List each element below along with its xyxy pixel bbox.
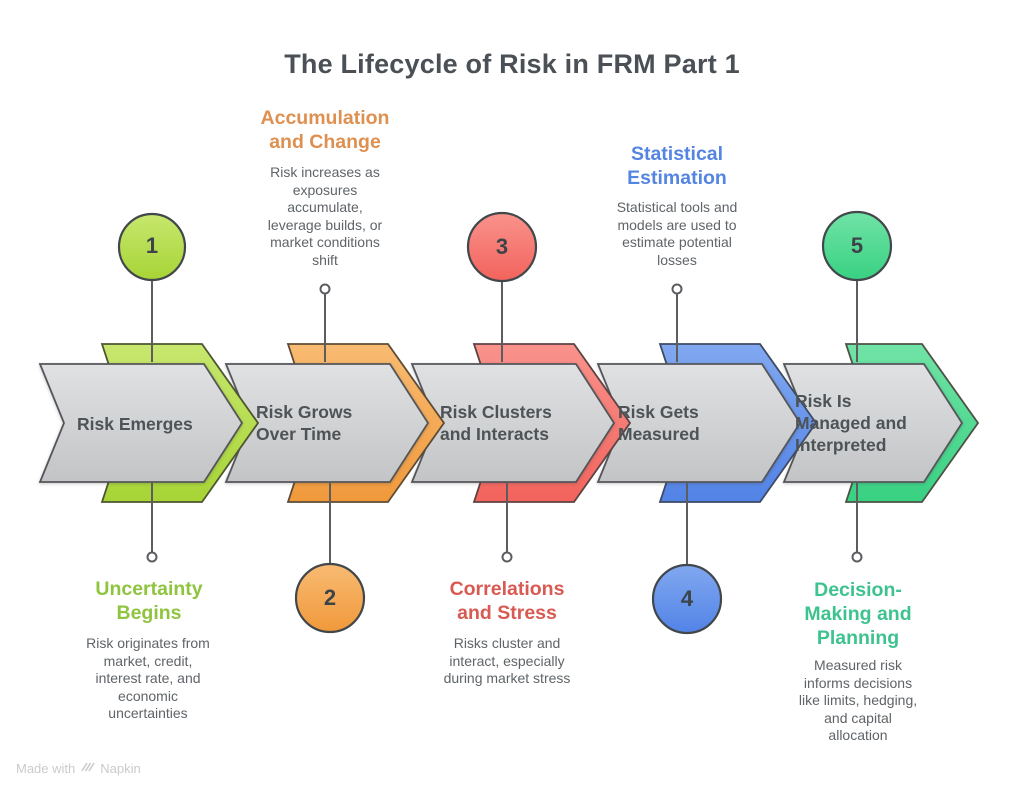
stage-4-number-circle — [651, 563, 723, 635]
stage-2-number: 2 — [323, 585, 337, 610]
stage-1-heading: Uncertainty Begins — [95, 578, 203, 624]
stage-2-number-circle — [294, 562, 366, 634]
stage-2-arrow-label: Risk Grows Over Time — [256, 402, 353, 444]
watermark-prefix: Made with — [16, 761, 76, 776]
stage-1-arrow — [38, 363, 244, 483]
stage-2-heading: Accumulation and Change — [260, 107, 390, 153]
stage-5-heading: Decision- Making and Planning — [804, 579, 912, 649]
stage-3-number: 3 — [495, 234, 509, 259]
watermark: Made with Napkin — [16, 761, 141, 776]
watermark-brand: Napkin — [100, 761, 141, 776]
napkin-logo-icon — [80, 761, 95, 776]
stage-1-description: Risk originates from market, credit, int… — [86, 635, 210, 722]
connector-lines — [151, 281, 858, 564]
stage-4-description: Statistical tools and models are used to… — [616, 199, 738, 268]
page-title: The Lifecycle of Risk in FRM Part 1 — [284, 49, 740, 79]
stage-3-arrow-label: Risk Clusters and Interacts — [440, 402, 552, 444]
stage-5-arrow-label: Risk Is Managed and Interpreted — [795, 391, 907, 455]
stage-3-heading: Correlations and Stress — [449, 578, 565, 624]
connector-rings — [146, 283, 863, 563]
stage-1-number: 1 — [145, 233, 159, 258]
stage-4-heading: Statistical Estimation — [627, 143, 727, 189]
connector-ring-stage1 — [146, 551, 158, 563]
stage-5-number: 5 — [850, 233, 864, 258]
stage-5-description: Measured risk informs decisions like lim… — [798, 657, 918, 744]
connector-ring-stage4 — [671, 283, 683, 295]
stage-1-arrow-label: Risk Emerges — [77, 414, 193, 434]
stage-4-number: 4 — [680, 586, 694, 611]
stage-3-number-circle — [466, 211, 538, 283]
connector-ring-stage3 — [501, 551, 513, 563]
connector-ring-stage2 — [319, 283, 331, 295]
stage-5-number-circle — [821, 210, 893, 282]
stage-4-arrow-label: Risk Gets Measured — [618, 402, 700, 444]
stage-2-description: Risk increases as exposures accumulate, … — [267, 164, 383, 268]
stage-3-description: Risks cluster and interact, especially d… — [443, 635, 571, 687]
stage-1-number-circle — [117, 212, 187, 282]
connector-ring-stage5 — [851, 551, 863, 563]
